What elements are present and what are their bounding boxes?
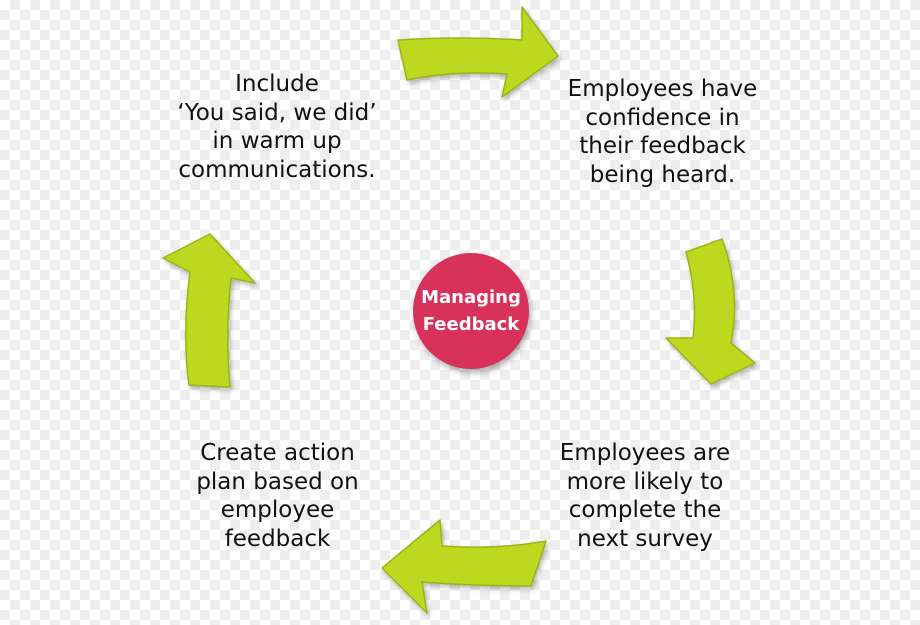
step-line: Employees are — [559, 440, 731, 466]
center-circle: Managing Feedback — [413, 253, 529, 369]
step-line: Create action — [200, 440, 355, 466]
step-line: next survey — [577, 525, 713, 552]
step-line: ‘You said, we did’ — [177, 99, 377, 126]
step-text-top-left: Include ‘You said, we did’ in warm up co… — [142, 70, 412, 184]
step-line: their feedback — [579, 133, 746, 159]
step-text-top-right: Employees have confidence in their feedb… — [530, 75, 795, 189]
step-text-bottom-left: Create action plan based on employee fee… — [160, 439, 395, 553]
step-line: complete the — [568, 497, 722, 523]
step-line: plan based on — [196, 468, 359, 495]
step-line: being heard. — [589, 161, 736, 188]
step-line: communications. — [178, 156, 376, 183]
step-line: more likely to — [566, 468, 724, 495]
center-label-line: Managing — [421, 287, 521, 308]
arrow-bottom-left-icon — [381, 519, 547, 614]
step-line: feedback — [224, 525, 331, 552]
center-label-line: Feedback — [422, 314, 520, 335]
arrow-top-right-icon — [397, 6, 559, 98]
step-text-bottom-right: Employees are more likely to complete th… — [525, 439, 765, 553]
arrow-right-down-icon — [665, 238, 756, 385]
step-line: confidence in — [585, 104, 740, 131]
step-line: in warm up — [212, 128, 342, 154]
step-line: employee — [220, 497, 335, 523]
arrow-left-up-icon — [162, 233, 256, 388]
step-line: Employees have — [567, 76, 758, 102]
step-line: Include — [235, 71, 319, 97]
